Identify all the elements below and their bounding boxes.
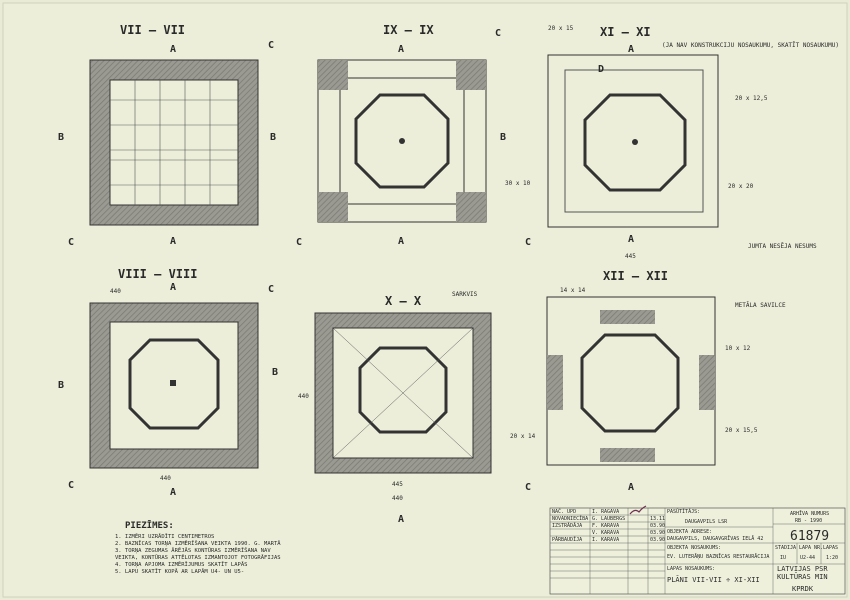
dimension-label: 20 x 15	[548, 25, 574, 32]
tb-label: PĀRBAUDĪJA	[552, 536, 582, 543]
dimension-label: 10 x 12	[725, 345, 751, 352]
plan-x-x: X — X 445 440 SARKVIS	[314, 291, 492, 502]
plan-vii-vii: VII — VII	[89, 23, 259, 226]
tb-label: LAPA NR.	[799, 545, 823, 551]
dimension-label: 445	[392, 481, 403, 488]
dimension-label: 20 x 20	[728, 183, 754, 190]
section-markers: A A A A A A A A A A B B B B B C C C C C …	[58, 28, 634, 525]
section-title: X — X	[385, 294, 422, 308]
note-item: 4. TORŅA APJOMA IZMĒRĪJUMUS SKATĪT LAPĀS	[115, 561, 247, 568]
tb-value: V. KARAVA	[592, 530, 619, 536]
marker-c: C	[268, 40, 274, 51]
marker-c: C	[525, 482, 531, 493]
marker-a: A	[170, 282, 176, 293]
plan-xii-xii: XII — XII METĀLA SAVILCE JUMTA NESĒJA NE…	[546, 243, 817, 466]
tb-object: DAUGAVPILS LSR	[685, 519, 728, 525]
tb-label: OBJEKTA NOSAUKUMS:	[667, 545, 721, 551]
section-title: XII — XII	[603, 269, 668, 283]
plan-xi-xi: XI — XI (JA NAV KONSTRUKCIJU NOSAUKUMU, …	[547, 25, 839, 228]
note-item: 1. IZMĒRI UZRĀDĪTI CENTIMETROS	[115, 533, 214, 540]
tb-label: LAPAS	[823, 545, 838, 551]
tb-value: I. RAGAVA	[592, 509, 619, 515]
marker-c: C	[296, 237, 302, 248]
tb-date: 13.11	[650, 516, 665, 522]
marker-b: B	[270, 132, 276, 143]
tb-number: 61879	[790, 529, 829, 544]
marker-a: A	[398, 514, 404, 525]
tb-page: U2-44	[800, 555, 815, 561]
tb-value: G. LAUBERGS	[592, 516, 625, 522]
note-item: VEIKTA, KONTŪRAS ATTĒLOTAS IZMANTOJOT FO…	[115, 554, 281, 561]
marker-c: C	[268, 284, 274, 295]
marker-a: A	[170, 44, 176, 55]
section-title: IX — IX	[383, 23, 434, 37]
tb-label: LAPAS NOSAUKUMS:	[667, 566, 715, 572]
marker-b: B	[272, 367, 278, 378]
dimension-label: 14 x 14	[560, 287, 586, 294]
tb-label: NOVADNIECĪBA	[552, 515, 588, 522]
tb-stage: IU	[780, 555, 786, 561]
tb-label: IZSTRĀDĀJA	[552, 522, 582, 529]
tb-org: LATVIJAS PSR KULTŪRAS MIN	[777, 565, 828, 581]
tb-date: 03.90	[650, 523, 665, 529]
marker-a: A	[628, 482, 634, 493]
marker-a: A	[398, 44, 404, 55]
dimension-labels: 20 x 15 20 x 12,5 30 x 10 20 x 20 14 x 1…	[298, 25, 768, 440]
plan-ix-ix: IX — IX	[317, 23, 487, 223]
marker-d: D	[598, 64, 604, 75]
callout-label: METĀLA SAVILCE	[735, 302, 786, 309]
notes: PIEZĪMES: 1. IZMĒRI UZRĀDĪTI CENTIMETROS…	[115, 520, 281, 575]
dimension-label: 440	[298, 393, 309, 400]
tb-org-code: KPRDK	[792, 585, 814, 593]
tb-date: 03.90	[650, 537, 665, 543]
tb-sheet: PLĀNI VII-VII ÷ XI-XII	[667, 575, 760, 584]
tb-name: EV. LUTERĀŅU BAZNĪCAS RESTAURĀCIJA	[667, 553, 769, 560]
dimension-label: 30 x 10	[505, 180, 531, 187]
note-item: 3. TORŅA ZEGUMAS ĀRĒJĀS KONTŪRAS IZMĒRĪŠ…	[115, 547, 271, 554]
marker-a: A	[170, 487, 176, 498]
marker-a: A	[628, 234, 634, 245]
note-item: 2. BAZNĪCAS TORŅA IZMĒRĪŠANA VEIKTA 1990…	[115, 540, 281, 547]
callout-label: SARKVIS	[452, 291, 478, 298]
section-note: (JA NAV KONSTRUKCIJU NOSAUKUMU, SKATĪT N…	[662, 42, 839, 49]
tb-value: I. KARAVA	[592, 537, 619, 543]
tb-date: 03.90	[650, 530, 665, 536]
tb-label: NAČ. UPD	[552, 508, 576, 515]
tb-label: OBJEKTA ADRESE:	[667, 529, 712, 535]
marker-a: A	[170, 236, 176, 247]
dimension-label: 440	[160, 475, 171, 482]
marker-c: C	[525, 237, 531, 248]
section-title: VIII — VIII	[118, 267, 197, 281]
tb-value: F. KARAVA	[592, 523, 619, 529]
tb-pages: 1:20	[826, 555, 838, 561]
tb-label: STADIJA	[775, 545, 796, 551]
marker-c: C	[68, 237, 74, 248]
marker-b: B	[58, 132, 64, 143]
callout-label: JUMTA NESĒJA NESUMS	[748, 243, 817, 250]
title-block: NAČ. UPD I. RAGAVA NOVADNIECĪBA G. LAUBE…	[549, 505, 846, 595]
tb-archive: RB - 1990	[795, 518, 822, 524]
marker-b: B	[500, 132, 506, 143]
tb-label: ARHĪVA NUMURS	[790, 510, 829, 517]
dimension-label: 20 x 12,5	[735, 95, 768, 102]
tb-address: DAUGAVPILS, DAUGAVGRĪVAS IELĀ 42	[667, 535, 763, 542]
dimension-label: 20 x 15,5	[725, 427, 758, 434]
marker-c: C	[68, 480, 74, 491]
section-title: XI — XI	[600, 25, 651, 39]
dimension-label: 20 x 14	[510, 433, 536, 440]
dimension-label: 445	[625, 253, 636, 260]
dimension-label: 440	[392, 495, 403, 502]
notes-heading: PIEZĪMES:	[125, 520, 174, 531]
marker-c: C	[495, 28, 501, 39]
marker-a: A	[628, 44, 634, 55]
note-item: 5. LAPU SKATĪT KOPĀ AR LAPĀM U4- UN U5-	[115, 568, 244, 575]
marker-b: B	[58, 380, 64, 391]
section-title: VII — VII	[120, 23, 185, 37]
tb-label: PASŪTĪTĀJS:	[667, 508, 700, 515]
marker-a: A	[398, 236, 404, 247]
plan-viii-viii: VIII — VIII 440 440	[89, 267, 259, 482]
dimension-label: 440	[110, 288, 121, 295]
signature	[629, 505, 647, 515]
